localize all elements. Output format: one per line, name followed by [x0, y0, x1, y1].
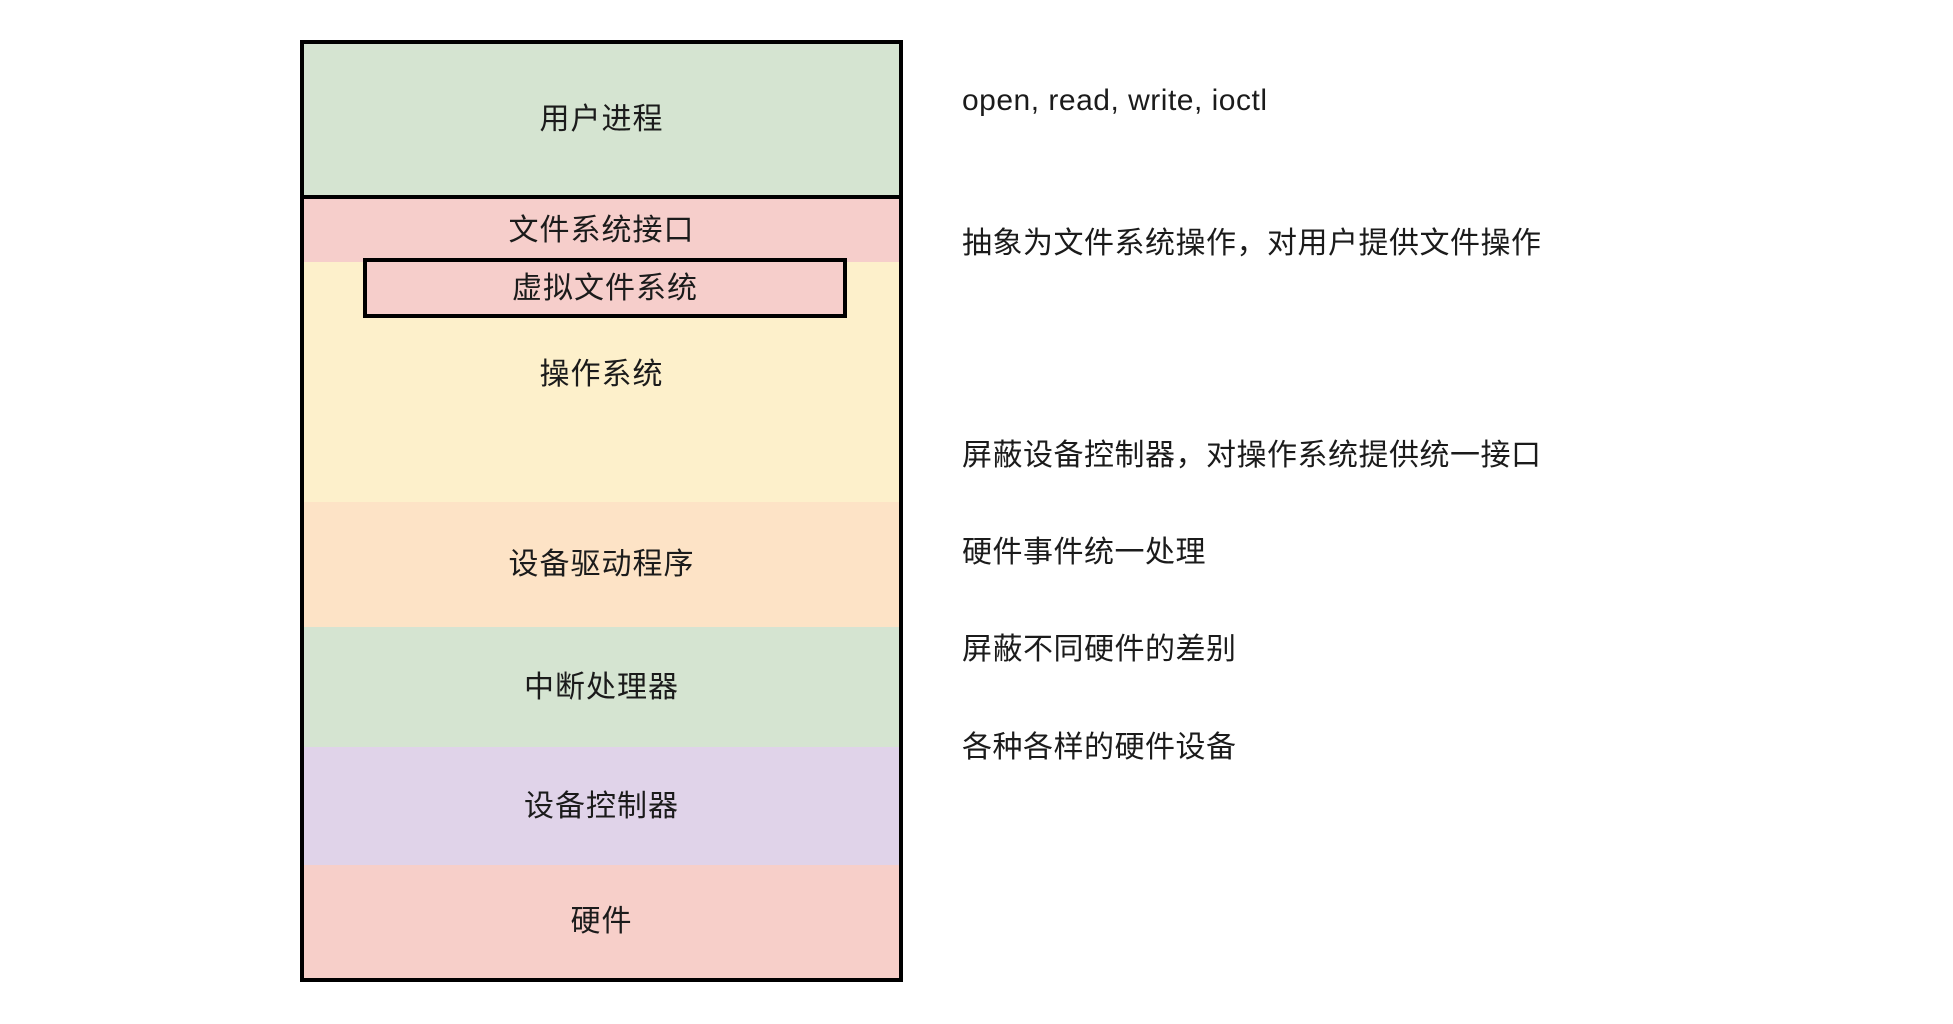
layer-user-process: 用户进程: [300, 40, 903, 199]
layer-device-driver: 设备驱动程序: [300, 502, 903, 631]
layer-label-virtual-filesystem: 虚拟文件系统: [512, 271, 698, 305]
layer-filesystem-interface: 文件系统接口: [300, 199, 903, 266]
layer-label-filesystem-interface: 文件系统接口: [508, 214, 695, 247]
annotation-virtual-filesystem: 抽象为文件系统操作，对用户提供文件操作: [962, 227, 1542, 260]
layer-operating-system: 虚拟文件系统 操作系统: [300, 258, 903, 506]
layer-label-wrap-operating-system: 操作系统: [304, 358, 899, 391]
layer-hardware: 硬件: [300, 865, 903, 982]
layer-virtual-filesystem: 虚拟文件系统: [363, 258, 847, 318]
layer-device-controller: 设备控制器: [300, 747, 903, 869]
annotation-user-process: open, read, write, ioctl: [962, 84, 1268, 117]
annotation-interrupt-handler: 硬件事件统一处理: [962, 536, 1206, 569]
annotation-hardware: 各种各样的硬件设备: [962, 731, 1237, 764]
layer-label-user-process: 用户进程: [539, 103, 664, 136]
layer-label-interrupt-handler: 中断处理器: [524, 670, 679, 704]
annotation-device-driver: 屏蔽设备控制器，对操作系统提供统一接口: [962, 439, 1542, 472]
layer-label-operating-system: 操作系统: [539, 358, 664, 391]
io-layer-stack: 用户进程 文件系统接口 虚拟文件系统 操作系统 设备驱动程序 中断处理器 设备控…: [300, 40, 903, 982]
layer-label-device-controller: 设备控制器: [524, 789, 679, 823]
layer-label-hardware: 硬件: [570, 905, 633, 938]
layer-interrupt-handler: 中断处理器: [300, 627, 903, 751]
layer-label-device-driver: 设备驱动程序: [508, 548, 695, 581]
annotation-device-controller: 屏蔽不同硬件的差别: [962, 633, 1237, 666]
